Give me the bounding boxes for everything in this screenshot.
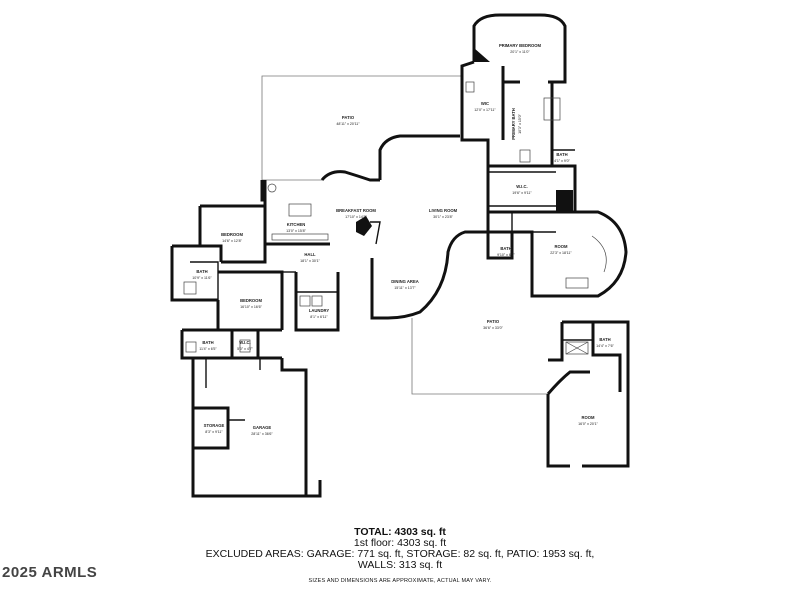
room-dims: 10'3" x 15'0" <box>518 113 522 133</box>
room-dims: 8'3" x 9'11" <box>205 430 223 434</box>
room-name: W.I.C. <box>239 340 250 345</box>
room-dims: 18'1" x 30'1" <box>300 259 320 263</box>
room-name: GARAGE <box>253 425 272 430</box>
bedroom-2-walls <box>216 270 340 332</box>
room-dims: 36'6" x 33'0" <box>483 326 503 330</box>
room-dims: 13'0" x 15'8" <box>286 229 306 233</box>
room-name: HALL <box>304 252 316 257</box>
room-dims: 4'1" x 9'0" <box>554 159 570 163</box>
room-dims: 10'9" x 11'6" <box>192 276 212 280</box>
room-name: LAUNDRY <box>309 308 330 313</box>
room-dims: 14'4" x 7'6" <box>596 344 614 348</box>
room-name: DINING AREA <box>391 279 419 284</box>
room-dims: 30'1" x 23'8" <box>433 215 453 219</box>
room-dims: 5'0" x 4'7" <box>237 347 253 351</box>
room-dims: 15'11" x 13'7" <box>394 286 416 290</box>
room-dims: 14'6" x 12'8" <box>222 239 242 243</box>
room-name: W.I.C. <box>516 184 527 189</box>
room-name: BATH <box>556 152 567 157</box>
room-dims: 22'3" x 18'11" <box>550 251 572 255</box>
room-name: PRIMARY BEDROOM <box>499 43 542 48</box>
patio-south-outline <box>411 318 547 395</box>
room-dims: 9'10" x 6'0" <box>497 253 515 257</box>
room-name: ROOM <box>554 244 568 249</box>
primary-suite-walls <box>460 13 577 213</box>
floor-plan: PRIMARY BEDROOM 20'1" x 11'0" WIC 12'0" … <box>170 13 630 498</box>
room-dims: 20'1" x 11'0" <box>510 50 530 54</box>
southwest-bath-walls <box>180 328 282 360</box>
room-dims: 8'1" x 6'11" <box>310 315 328 319</box>
bedroom-1-walls <box>170 204 267 302</box>
room-labels: PRIMARY BEDROOM 20'1" x 11'0" WIC 12'0" … <box>192 43 614 436</box>
room-name: BATH <box>500 246 511 251</box>
room-dims: 28'11" x 36'6" <box>251 432 273 436</box>
summary-excluded-areas: EXCLUDED AREAS: GARAGE: 771 sq. ft, STOR… <box>205 548 595 560</box>
room-name: BATH <box>202 340 213 345</box>
casita-walls <box>546 320 630 468</box>
room-name: BATH <box>196 269 207 274</box>
room-dims: 12'0" x 17'11" <box>474 108 496 112</box>
room-name: STORAGE <box>204 423 225 428</box>
room-name: LIVING ROOM <box>429 208 458 213</box>
room-name: KITCHEN <box>287 222 306 227</box>
room-dims: 17'10" x 14'8" <box>345 215 367 219</box>
wic-center-walls <box>486 166 556 214</box>
room-east-walls <box>512 210 628 298</box>
summary-total: TOTAL: 4303 sq. ft <box>354 526 446 538</box>
main-core-walls <box>260 134 514 320</box>
room-name: PATIO <box>342 115 355 120</box>
room-name: WIC <box>481 101 489 106</box>
room-dims: 16'0" x 20'1" <box>578 422 598 426</box>
room-dims: 11'4" x 6'5" <box>199 347 217 351</box>
room-dims: 19'6" x 9'11" <box>512 191 532 195</box>
room-name: PRIMARY BATH <box>511 108 516 140</box>
room-name: BEDROOM <box>240 298 262 303</box>
room-name: BEDROOM <box>221 232 243 237</box>
summary-walls: WALLS: 313 sq. ft <box>357 559 443 571</box>
room-name: BREAKFAST ROOM <box>336 208 376 213</box>
summary-first-floor: 1st floor: 4303 sq. ft <box>353 537 447 549</box>
disclaimer-note: SIZES AND DIMENSIONS ARE APPROXIMATE, AC… <box>308 578 492 584</box>
room-name: ROOM <box>581 415 595 420</box>
garage-walls <box>191 358 322 498</box>
room-dims: 48'11" x 20'11" <box>336 122 360 126</box>
patio-north-outline <box>261 75 462 181</box>
room-name: BATH <box>599 337 610 342</box>
armls-watermark: 2025 ARMLS <box>2 564 98 581</box>
room-dims: 16'10" x 16'6" <box>240 305 262 309</box>
room-name: PATIO <box>487 319 500 324</box>
